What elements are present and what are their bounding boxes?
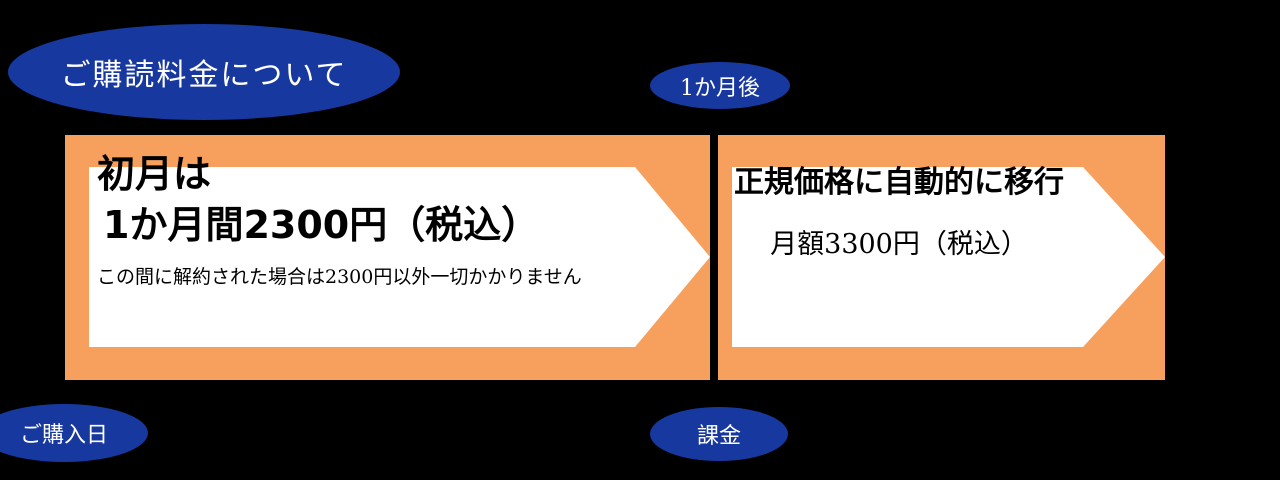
phase2-heading: 正規価格に自動的に移行	[734, 165, 1064, 200]
billing-bubble: 課金	[650, 407, 788, 461]
phase2-price: 月額3300円（税込）	[770, 229, 1028, 260]
arrow-phase2	[732, 167, 1165, 347]
timeline-band-phase2: 正規価格に自動的に移行 月額3300円（税込）	[718, 135, 1165, 380]
timeline-band-phase1: 初月は 1か月間2300円（税込） この間に解約された場合は2300円以外一切か…	[65, 135, 710, 380]
phase2-content: 正規価格に自動的に移行 月額3300円（税込）	[718, 135, 1165, 380]
title-bubble: ご購読料金について	[8, 24, 400, 120]
arrow-phase1	[89, 167, 710, 347]
phase1-note: この間に解約された場合は2300円以外一切かかりません	[97, 265, 582, 288]
one-month-tick-line	[713, 105, 716, 411]
purchase-date-tick-line	[63, 100, 66, 412]
purchase-date-bubble: ご購入日	[0, 404, 148, 462]
phase1-content: 初月は 1か月間2300円（税込） この間に解約された場合は2300円以外一切か…	[65, 135, 710, 380]
one-month-later-bubble: 1か月後	[650, 62, 790, 109]
phase1-heading-line2: 1か月間2300円（税込）	[103, 203, 540, 248]
phase1-heading-line1: 初月は	[97, 152, 212, 196]
